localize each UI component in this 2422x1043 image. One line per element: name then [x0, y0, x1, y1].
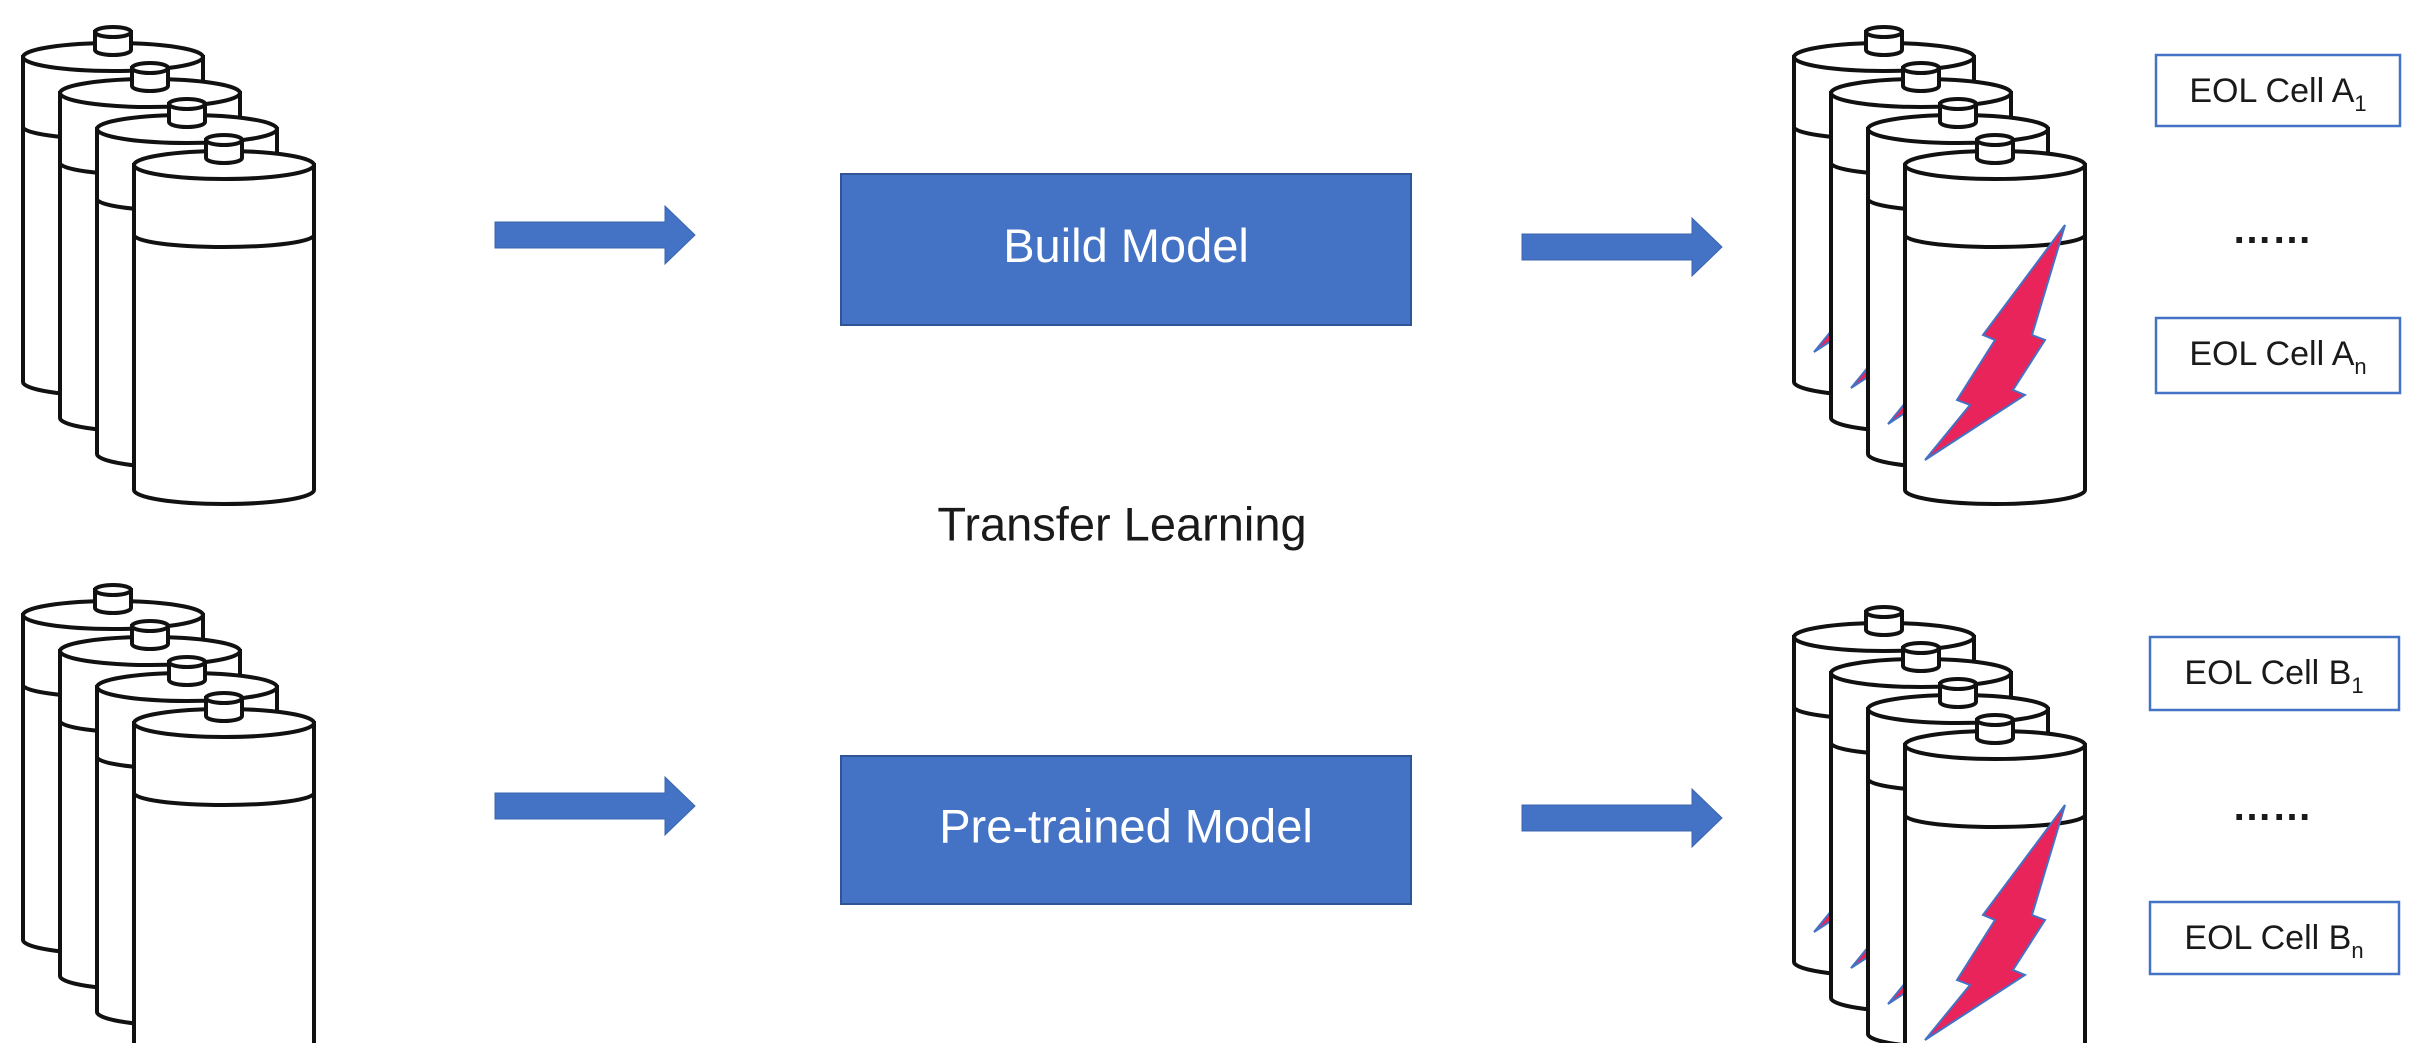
- eol-label-a1-main: EOL Cell A: [2189, 72, 2354, 110]
- arrow-right-icon: [1521, 787, 1723, 849]
- pretrained-model-label: Pre-trained Model: [939, 799, 1313, 852]
- eol-label-bn: EOL Cell Bn: [2148, 900, 2401, 976]
- output-battery-stack-top: [1794, 27, 2085, 504]
- build-model-label: Build Model: [1003, 219, 1249, 272]
- eol-label-an-main: EOL Cell A: [2189, 335, 2354, 373]
- input-battery-stack-bottom: [23, 585, 314, 1043]
- eol-label-b1-sub: 1: [2351, 673, 2363, 698]
- eol-label-an: EOL Cell An: [2154, 316, 2402, 395]
- eol-label-an-sub: n: [2354, 354, 2366, 379]
- eol-label-b1: EOL Cell B1: [2148, 635, 2401, 712]
- arrow-right-icon: [494, 204, 696, 266]
- ellipsis-top: ……: [2232, 208, 2312, 252]
- build-model-box: Build Model: [840, 173, 1412, 326]
- svg-text:EOL Cell An: EOL Cell An: [2189, 335, 2366, 379]
- degraded-battery-stack-icon: [1794, 607, 2085, 1043]
- input-battery-stack-top: [23, 27, 314, 504]
- arrow-right-icon: [1521, 216, 1723, 278]
- degraded-battery-stack-icon: [1794, 27, 2085, 504]
- battery-stack-icon: [23, 27, 314, 504]
- eol-label-a1-sub: 1: [2354, 91, 2366, 116]
- svg-text:EOL Cell B1: EOL Cell B1: [2184, 654, 2363, 698]
- pretrained-model-box: Pre-trained Model: [840, 755, 1412, 905]
- eol-label-b1-main: EOL Cell B: [2184, 654, 2351, 692]
- transfer-learning-label: Transfer Learning: [937, 497, 1306, 550]
- svg-text:EOL Cell A1: EOL Cell A1: [2189, 72, 2366, 116]
- battery-stack-icon: [23, 585, 314, 1043]
- svg-text:EOL Cell Bn: EOL Cell Bn: [2184, 919, 2363, 963]
- eol-label-a1: EOL Cell A1: [2154, 53, 2402, 128]
- arrow-right-icon: [494, 775, 696, 837]
- eol-label-bn-main: EOL Cell B: [2184, 919, 2351, 957]
- output-battery-stack-bottom: [1794, 607, 2085, 1043]
- ellipsis-bottom: ……: [2232, 785, 2312, 829]
- eol-label-bn-sub: n: [2351, 938, 2363, 963]
